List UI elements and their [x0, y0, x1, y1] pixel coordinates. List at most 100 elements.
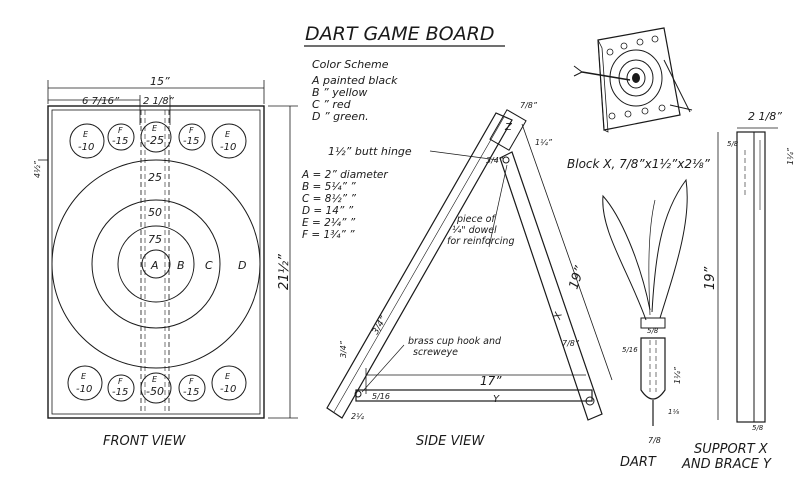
- dart-dimension-a: 5/8: [647, 327, 659, 335]
- color-scheme: Color Scheme A painted black B ” yellow …: [311, 58, 398, 123]
- score-label: 75: [148, 233, 162, 246]
- dowel-note-line: piece of: [456, 214, 496, 225]
- hook-leader: [361, 344, 405, 393]
- cup-hook: [354, 390, 362, 398]
- support-x-drawing: 2 1/8” 19” 1¼” 5/8 5/8 SUPPORT X AND BRA…: [681, 110, 795, 472]
- hook-note-line: screweye: [413, 347, 458, 358]
- foot-dimension: 2¼: [351, 412, 364, 421]
- center-dimension: 2 1/8”: [143, 96, 175, 107]
- letter-z: Z: [504, 122, 513, 133]
- circle-value: -50: [146, 385, 164, 398]
- circle-letter: F: [118, 126, 123, 135]
- penalty-circle: [69, 123, 105, 159]
- circle-letter: E: [225, 130, 231, 139]
- penalty-circle: [211, 365, 247, 401]
- margin-dimension: 4½”: [33, 160, 42, 178]
- circle-value: -15: [183, 387, 199, 398]
- dowel-pin: [502, 156, 510, 164]
- color-scheme-heading: Color Scheme: [312, 58, 389, 71]
- length-dimension-line: [521, 123, 613, 381]
- penalty-circle: [140, 121, 172, 153]
- front-view-label: FRONT VIEW: [103, 434, 186, 449]
- penalty-circle: [178, 374, 206, 402]
- hinge-label: 1½” butt hinge: [328, 145, 412, 158]
- circle-letter: E: [225, 372, 231, 381]
- left-lower-dimension: 3/4”: [339, 340, 348, 358]
- top-dimension: 7/8”: [520, 101, 538, 110]
- diameter-item: F = 1¾” ”: [302, 229, 355, 241]
- feather-right: [651, 178, 688, 319]
- ring-b: [117, 225, 195, 303]
- penalty-circle: [140, 372, 172, 404]
- title: DART GAME BOARD: [305, 23, 494, 45]
- ring-letter: B: [177, 259, 185, 272]
- hook-note-line: brass cup hook and: [408, 336, 502, 347]
- dart-dimension-b: 1¼”: [673, 366, 682, 384]
- letter-x: X: [552, 310, 565, 322]
- dart-label: DART: [620, 455, 657, 470]
- left-dimension: 6 7/16”: [82, 96, 120, 107]
- ring-d: [51, 159, 261, 369]
- perspective-sketch: [573, 27, 693, 133]
- brace-sketch: [669, 104, 693, 111]
- diameter-item: B = 5¼” ”: [302, 181, 356, 193]
- circle-value: -25: [146, 134, 164, 147]
- dart-feathers-sketch: [573, 65, 583, 77]
- support-small-dimension: 5/8: [727, 140, 739, 148]
- circle-value: -10: [220, 384, 236, 395]
- circle-value: -10: [78, 142, 94, 153]
- dart-collar: [640, 317, 666, 329]
- x-dimension: 7/8”: [562, 339, 580, 348]
- ring-c: [91, 199, 221, 329]
- hinge-leader: [429, 150, 499, 161]
- score-label: 50: [148, 206, 162, 219]
- board-leg-inner: [333, 116, 505, 413]
- brace-body: [753, 131, 766, 423]
- support-leg-sketch: [663, 59, 691, 113]
- diameter-list: A = 2” diameter B = 5¼” ” C = 8½” ” D = …: [301, 169, 388, 241]
- dart-dimension-c: 5/16: [622, 346, 638, 354]
- circle-letter: F: [118, 377, 123, 386]
- dart-body: [640, 337, 666, 400]
- circle-letter: E: [81, 372, 87, 381]
- front-view: 15” 6 7/16” 2 1/8” 25 50 75 A B C D E -1…: [33, 75, 298, 449]
- support-top-dimension: 1¼”: [786, 147, 795, 165]
- length-dimension: 19”: [567, 264, 589, 291]
- dowel-note-line: for reinforcing: [447, 236, 514, 247]
- color-scheme-item: D ” green.: [312, 110, 369, 123]
- block-x-label: Block X, 7/8”x1½”x2⅛”: [567, 157, 711, 171]
- penalty-circle: [178, 123, 206, 151]
- board-edge: [597, 39, 609, 133]
- side-dimension: 3/4”: [486, 156, 504, 165]
- screw-eye: [585, 396, 595, 406]
- dart-dimension-d: 1⅛: [668, 408, 679, 416]
- color-scheme-item: C ” red: [312, 98, 352, 111]
- small-circle: [608, 112, 616, 120]
- circle-value: -15: [183, 136, 199, 147]
- color-scheme-item: B ” yellow: [312, 86, 367, 99]
- hinge-block: [489, 109, 527, 151]
- small-circle: [651, 35, 659, 43]
- circle-value: -10: [76, 384, 92, 395]
- support-length: 19”: [703, 266, 718, 290]
- target-ring: [609, 49, 663, 107]
- support-width: 2 1/8”: [748, 110, 782, 123]
- penalty-circle: [211, 123, 247, 159]
- side-view: 17” Y 19” X 7/8” 7/8” 1¼” 3/4” Z 3/4” 3/…: [326, 101, 613, 449]
- circle-value: -15: [112, 136, 128, 147]
- penalty-circle: [107, 374, 135, 402]
- score-label: 25: [148, 171, 162, 184]
- small-circle: [641, 107, 649, 115]
- circle-letter: E: [152, 124, 158, 133]
- board-thickness: 3/4”: [371, 315, 389, 337]
- color-scheme-item: A painted black: [311, 74, 398, 87]
- circle-letter: E: [152, 375, 158, 384]
- diameter-item: E = 2¼” ”: [302, 217, 356, 229]
- height-dimension: 21½”: [277, 254, 292, 290]
- board-outline: [47, 105, 265, 419]
- penalty-circle: [107, 123, 135, 151]
- penalty-circle: [67, 365, 103, 401]
- ring-letter: C: [205, 259, 213, 272]
- support-body: [736, 131, 766, 423]
